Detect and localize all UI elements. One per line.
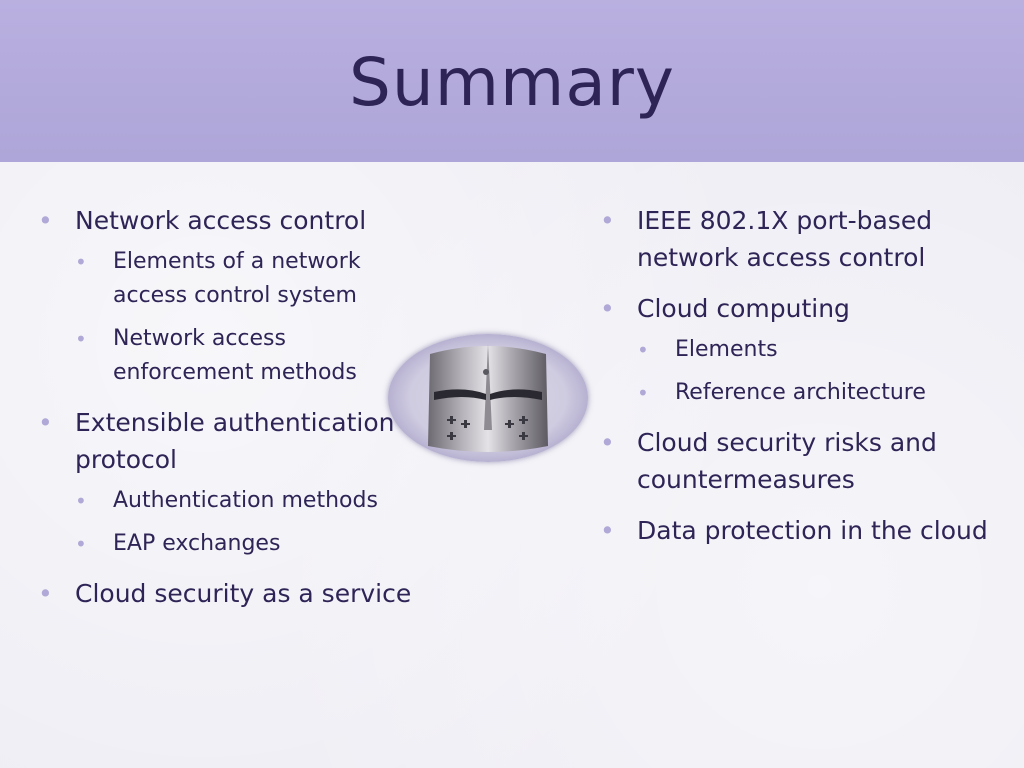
sub-list-item: • Network access enforcement methods bbox=[75, 322, 418, 390]
list-item: • Extensible authentication protocol • A… bbox=[38, 404, 418, 561]
list-item-text: Cloud security as a service bbox=[75, 579, 412, 608]
sub-list: • Authentication methods • EAP exchanges bbox=[75, 484, 418, 561]
bullet-icon: • bbox=[38, 206, 53, 235]
sub-list-item-text: EAP exchanges bbox=[113, 531, 281, 556]
bullet-icon: • bbox=[75, 327, 87, 351]
list-item-text: IEEE 802.1X port-based network access co… bbox=[637, 206, 933, 272]
list-item: • IEEE 802.1X port-based network access … bbox=[600, 202, 1000, 276]
bullet-icon: • bbox=[637, 381, 649, 405]
sub-list-item: • Elements bbox=[637, 333, 1000, 367]
right-column: • IEEE 802.1X port-based network access … bbox=[600, 202, 1000, 549]
list-item-text: Extensible authentication protocol bbox=[75, 408, 395, 474]
knight-helmet-image bbox=[388, 334, 588, 462]
sub-list-item-text: Reference architecture bbox=[675, 380, 926, 405]
sub-list-item-text: Elements of a network access control sys… bbox=[113, 249, 361, 308]
bullet-icon: • bbox=[38, 408, 53, 437]
list-item: • Network access control • Elements of a… bbox=[38, 202, 418, 390]
bullet-icon: • bbox=[75, 250, 87, 274]
slide-content: • Network access control • Elements of a… bbox=[0, 162, 1024, 768]
left-bullet-list: • Network access control • Elements of a… bbox=[38, 202, 418, 612]
bullet-icon: • bbox=[75, 489, 87, 513]
bullet-icon: • bbox=[600, 516, 615, 545]
sub-list-item-text: Elements bbox=[675, 337, 778, 362]
sub-list-item: • EAP exchanges bbox=[75, 527, 418, 561]
bullet-icon: • bbox=[600, 206, 615, 235]
list-item-text: Cloud security risks and countermeasures bbox=[637, 428, 937, 494]
sub-list-item-text: Network access enforcement methods bbox=[113, 326, 357, 385]
right-bullet-list: • IEEE 802.1X port-based network access … bbox=[600, 202, 1000, 549]
bullet-icon: • bbox=[600, 428, 615, 457]
sub-list-item: • Authentication methods bbox=[75, 484, 418, 518]
bullet-icon: • bbox=[637, 338, 649, 362]
sub-list-item-text: Authentication methods bbox=[113, 488, 378, 513]
sub-list: • Elements • Reference architecture bbox=[637, 333, 1000, 410]
bullet-icon: • bbox=[75, 532, 87, 556]
slide-title: Summary bbox=[349, 44, 675, 121]
title-bar: Summary bbox=[0, 0, 1024, 165]
list-item: • Data protection in the cloud bbox=[600, 512, 1000, 549]
list-item-text: Data protection in the cloud bbox=[637, 516, 988, 545]
left-column: • Network access control • Elements of a… bbox=[38, 202, 418, 612]
list-item: • Cloud security as a service bbox=[38, 575, 418, 612]
bullet-icon: • bbox=[38, 579, 53, 608]
list-item: • Cloud computing • Elements • Reference… bbox=[600, 290, 1000, 410]
list-item: • Cloud security risks and countermeasur… bbox=[600, 424, 1000, 498]
sub-list-item: • Elements of a network access control s… bbox=[75, 245, 418, 313]
helmet-icon bbox=[428, 344, 548, 452]
list-item-text: Network access control bbox=[75, 206, 367, 235]
bullet-icon: • bbox=[600, 294, 615, 323]
sub-list: • Elements of a network access control s… bbox=[75, 245, 418, 390]
sub-list-item: • Reference architecture bbox=[637, 376, 1000, 410]
list-item-text: Cloud computing bbox=[637, 294, 850, 323]
